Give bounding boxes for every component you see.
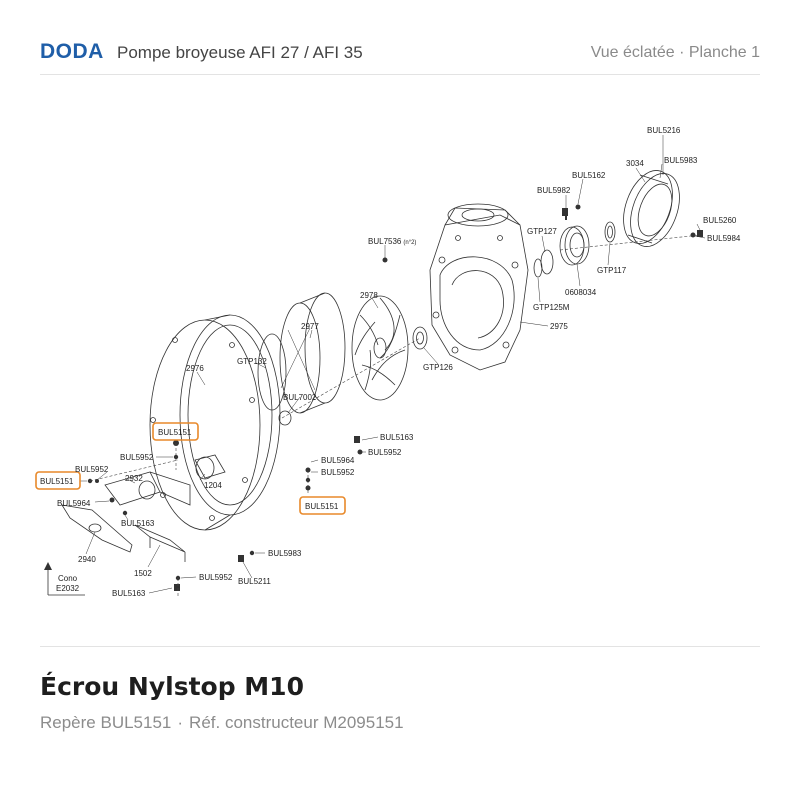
seal-gtp117 [604,221,616,243]
blade-2940 [61,504,133,553]
label-2976: 2976 [186,364,204,373]
part-subtitle: Repère BUL5151 · Réf. constructeur M209515… [40,713,404,733]
seal-gtp126 [412,326,428,350]
pump-body-2975 [429,203,529,371]
label-bul5984: BUL5984 [707,234,741,243]
label-bul7536: BUL7536(n°2) [368,237,416,246]
label-bul5211: BUL5211 [238,577,271,586]
gasket-gtp132 [257,333,287,411]
exploded-view-svg: BUL5216 3034 BUL5983 BUL5162 BUL5982 BUL… [35,126,741,598]
label-bul5151-a: BUL5151 [158,428,192,437]
label-bul7002: BUL7002 [283,393,317,402]
label-1204: 1204 [204,481,222,490]
part-repere: Repère BUL5151 [40,713,172,732]
section-divider [40,646,760,647]
part-reference: Réf. constructeur M2095151 [189,713,404,732]
label-2940: 2940 [78,555,96,564]
highlight-bul5151-right [299,496,346,515]
label-bul5983-bottom: BUL5983 [268,549,302,558]
washer-bul5984 [690,232,696,238]
label-bul5952-bottom: BUL5952 [199,573,233,582]
label-bul5260: BUL5260 [703,216,737,225]
label-0608034: 0608034 [565,288,597,297]
pin-bul7536 [382,257,388,263]
plate-label: Vue éclatée · Planche 1 [590,44,760,61]
label-bul5163-mid: BUL5163 [121,519,155,528]
label-bul5216: BUL5216 [647,126,681,135]
label-bul5952-mid: BUL5952 [120,453,154,462]
label-bul5162: BUL5162 [572,171,606,180]
seal-gtp125m [533,258,543,278]
label-2932: 2932 [125,474,143,483]
label-bul5151-right: BUL5151 [305,502,339,511]
label-gtp132: GTP132 [237,357,267,366]
label-bul5163-bottom: BUL5163 [112,589,146,598]
label-bul5964-right: BUL5964 [321,456,355,465]
label-bul5151-left: BUL5151 [40,477,74,486]
nut-bul5162 [575,204,581,210]
cono-arrow-icon [44,562,85,596]
exploded-view-diagram: BUL5216 3034 BUL5983 BUL5162 BUL5982 BUL… [0,100,800,620]
highlight-bul5151-left [35,471,81,490]
label-3034: 3034 [626,159,644,168]
label-bul5952-left: BUL5952 [75,465,109,474]
label-gtp117: GTP117 [597,266,627,275]
part-title: Écrou Nylstop M10 [40,672,304,701]
label-2975: 2975 [550,322,568,331]
drum-2977 [278,292,346,426]
leader-lines [80,135,706,594]
impeller-2978 [351,295,409,401]
label-gtp125m: GTP125M [533,303,570,312]
label-2978: 2978 [360,291,378,300]
label-gtp126: GTP126 [423,363,453,372]
label-bul5163-right: BUL5163 [380,433,414,442]
brand-logo: DODA [40,40,104,63]
screw-bul5982 [562,208,568,220]
cover-flange-3034 [623,170,680,247]
screw-bul5260 [697,230,703,237]
page-header: DODA Pompe broyeuse AFI 27 / AFI 35 Vue … [40,34,760,75]
part-labels: BUL5216 3034 BUL5983 BUL5162 BUL5982 BUL… [40,126,741,598]
seal-gtp127 [540,249,554,275]
label-e2032: E2032 [56,584,80,593]
label-bul5983-top: BUL5983 [664,156,698,165]
label-bul5952-right: BUL5952 [368,448,402,457]
label-bul5952-rb: BUL5952 [321,468,355,477]
part-separator: · [177,713,184,732]
product-title: Pompe broyeuse AFI 27 / AFI 35 [117,43,363,62]
bearing-0608034 [559,225,590,266]
label-bul5964-left: BUL5964 [57,499,91,508]
label-bul5982: BUL5982 [537,186,571,195]
label-2977: 2977 [301,322,319,331]
front-housing-2976 [149,314,281,531]
label-gtp127: GTP127 [527,227,557,236]
cutter-bracket-2932 [104,471,191,506]
label-cono: Cono [58,574,78,583]
shaft-1204 [194,454,226,480]
highlight-bul5151-a [152,422,199,441]
support-bar-1502 [134,524,186,562]
label-1502: 1502 [134,569,152,578]
